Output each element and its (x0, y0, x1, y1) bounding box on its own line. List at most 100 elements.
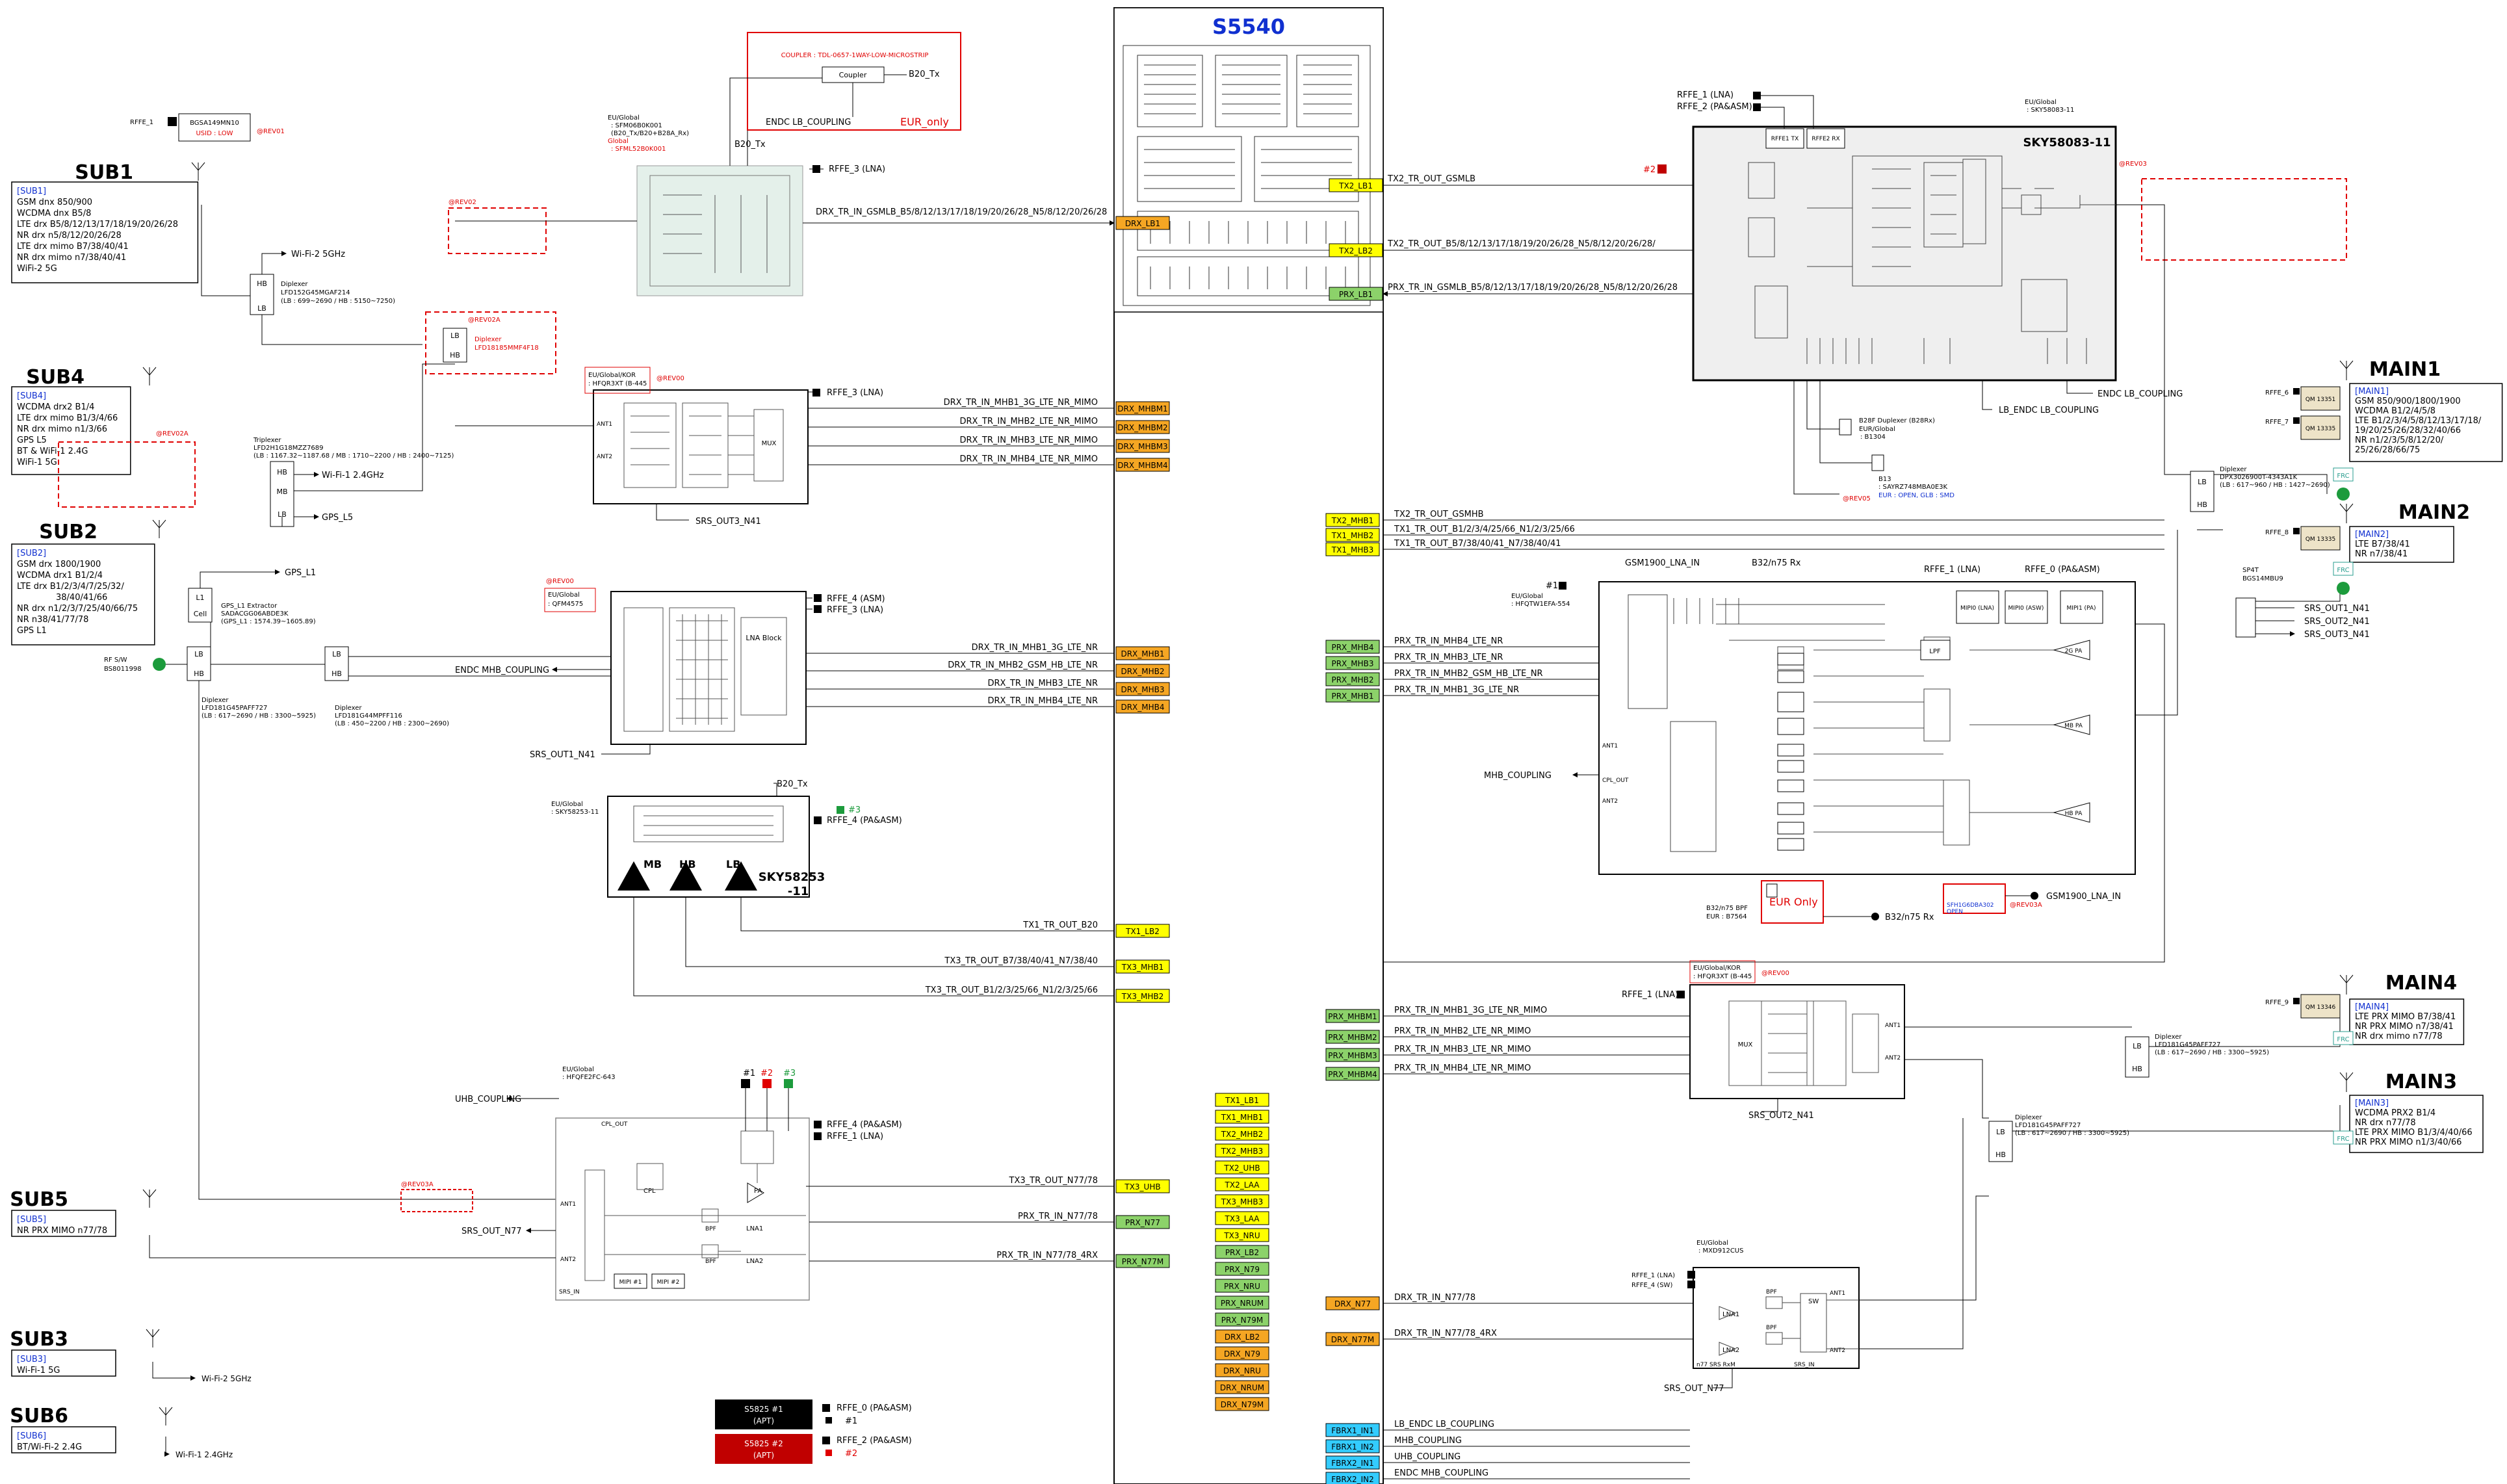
svg-text:RFFE_3 (LNA): RFFE_3 (LNA) (827, 388, 883, 398)
sub-spec-line: WCDMA drx2 B1/4 (17, 402, 94, 412)
port-tag (1325, 1009, 1380, 1023)
main-spec-line: 19/20/25/26/28/32/40/66 (2355, 426, 2461, 436)
svg-text:Wi-Fi-1 2.4GHz: Wi-Fi-1 2.4GHz (322, 471, 384, 480)
port-tag (1115, 646, 1170, 660)
port-tag (1215, 1312, 1269, 1327)
svg-text:HB: HB (1995, 1151, 2006, 1159)
port-label: FBRX1_IN1 (1331, 1426, 1373, 1435)
main-spec-line: GSM 850/900/1800/1900 (2355, 397, 2461, 406)
svg-text:@REV00: @REV00 (656, 375, 684, 382)
svg-text:: HFQFE2FC-643: : HFQFE2FC-643 (562, 1074, 616, 1081)
antenna-icon (146, 1329, 160, 1347)
sub-title: SUB1 (75, 161, 133, 184)
sub-spec-box (11, 386, 131, 475)
svg-text:MIPI0 (ASW): MIPI0 (ASW) (2008, 605, 2044, 612)
svg-text:ANT1: ANT1 (560, 1201, 576, 1208)
main-spec-line: WCDMA B1/2/4/5/8 (2355, 406, 2436, 416)
port-label: TX2_MHB3 (1221, 1147, 1263, 1156)
port-tx2-uhb: TX2_UHB (1215, 1160, 1269, 1175)
port-tx1-mhb2: TX1_MHB2TX1_TR_OUT_B1/2/3/4/25/66_N1/2/3… (1325, 525, 2164, 542)
svg-text:HB: HB (194, 670, 204, 678)
port-tx3-mhb3: TX3_MHB3 (1215, 1194, 1269, 1208)
port-tag (1215, 1160, 1269, 1175)
sky58083-pa-module: SKY58083-11 EU/Global : SKY58083-11 RFFE… (1383, 90, 2347, 502)
svg-text:LB: LB (278, 510, 287, 519)
svg-text:FRC: FRC (2337, 1136, 2349, 1143)
port-label: PRX_NRU (1224, 1282, 1260, 1291)
svg-text:ANT2: ANT2 (1830, 1347, 1845, 1354)
port-tag (1115, 1179, 1170, 1193)
svg-text:EUR Only: EUR Only (1769, 896, 1818, 908)
svg-text:: SFM06B0K001: : SFM06B0K001 (611, 122, 662, 129)
net-label: PRX_TR_IN_MHB1_3G_LTE_NR_MIMO (1394, 1006, 1547, 1015)
svg-text:B20_Tx: B20_Tx (909, 70, 940, 79)
port-tag (1325, 542, 1380, 556)
port-label: PRX_MHB1 (1331, 692, 1373, 701)
port-prx-n79: PRX_N79 (1215, 1262, 1269, 1276)
port-label: PRX_MHBM4 (1328, 1070, 1377, 1079)
port-tag (1115, 420, 1170, 434)
sub-title: SUB3 (10, 1328, 68, 1351)
svg-text:EU/Global: EU/Global (608, 114, 640, 122)
svg-text:Global: Global (608, 138, 629, 145)
svg-text:CPL: CPL (643, 1188, 656, 1195)
svg-text:LNA Block: LNA Block (746, 634, 782, 642)
net-label: PRX_TR_IN_N77/78 (1018, 1212, 1098, 1221)
main-spec-box (2349, 998, 2465, 1045)
port-label: DRX_MHBM1 (1117, 404, 1167, 413)
antenna-icon (152, 519, 166, 538)
port-label: DRX_LB1 (1125, 219, 1160, 228)
svg-text:SW: SW (1808, 1298, 1819, 1305)
port-tag (1215, 1346, 1269, 1360)
port-label: DRX_MHBM3 (1117, 442, 1167, 451)
svg-text:RFFE_1 (LNA): RFFE_1 (LNA) (1622, 990, 1678, 1000)
svg-text:CPL_OUT: CPL_OUT (601, 1121, 628, 1128)
port-tag (1115, 989, 1170, 1003)
svg-text:BPF: BPF (1766, 1325, 1777, 1331)
svg-text:@REV02A: @REV02A (156, 430, 188, 437)
transceiver-unused-ports: TX1_LB1TX1_MHB1TX2_MHB2TX2_MHB3TX2_UHBTX… (1215, 1093, 1269, 1411)
svg-text:(APT): (APT) (753, 1451, 774, 1460)
svg-text:LPF: LPF (1929, 648, 1941, 655)
svg-text:LB: LB (1996, 1128, 2005, 1136)
svg-text:GSM1900_LNA_IN: GSM1900_LNA_IN (2046, 892, 2121, 902)
port-label: FBRX2_IN2 (1331, 1475, 1373, 1484)
port-label: DRX_LB2 (1225, 1333, 1260, 1342)
main-spec-line: NR drx n77/78 (2355, 1118, 2416, 1128)
sub-title: SUB6 (10, 1405, 68, 1427)
main-title: MAIN4 (2385, 972, 2457, 995)
svg-text:RF S/W: RF S/W (104, 657, 127, 664)
svg-text:SRS_OUT1_N41: SRS_OUT1_N41 (2304, 604, 2370, 614)
transceiver-internal-detail (1123, 45, 1371, 306)
port-label: DRX_NRU (1223, 1366, 1261, 1375)
svg-text:RFFE_0 (PA&ASM): RFFE_0 (PA&ASM) (837, 1403, 912, 1413)
svg-text:LB: LB (726, 858, 740, 870)
svg-text:MUX: MUX (1738, 1041, 1753, 1048)
svg-text:QM 13335: QM 13335 (2306, 536, 2335, 543)
main-spec-box (2349, 1095, 2484, 1153)
port-tag (1215, 1143, 1269, 1158)
svg-text:(LB : 699~2690 / HB : 5150~725: (LB : 699~2690 / HB : 5150~7250) (281, 298, 395, 305)
port-tx1-lb1: TX1_LB1 (1215, 1093, 1269, 1107)
svg-text:BPF: BPF (1766, 1289, 1777, 1295)
port-label: PRX_MHBM2 (1328, 1033, 1377, 1042)
svg-text:SKY58083-11: SKY58083-11 (2023, 136, 2111, 150)
svg-text:-11: -11 (788, 885, 809, 898)
port-tag (1325, 1296, 1380, 1310)
svg-text:MB: MB (276, 488, 287, 496)
svg-text:@REV01: @REV01 (257, 128, 285, 135)
port-tx2-laa: TX2_LAA (1215, 1177, 1269, 1191)
port-tx2-lb2: TX2_LB2TX2_TR_OUT_B5/8/12/13/17/18/19/20… (1329, 239, 1656, 257)
main-spec-line: WCDMA PRX2 B1/4 (2355, 1108, 2436, 1118)
main-spec-line: LTE B1/2/3/4/5/8/12/13/17/18/ (2355, 416, 2482, 426)
sub-spec-line: NR drx mimo n7/38/40/41 (17, 253, 126, 263)
